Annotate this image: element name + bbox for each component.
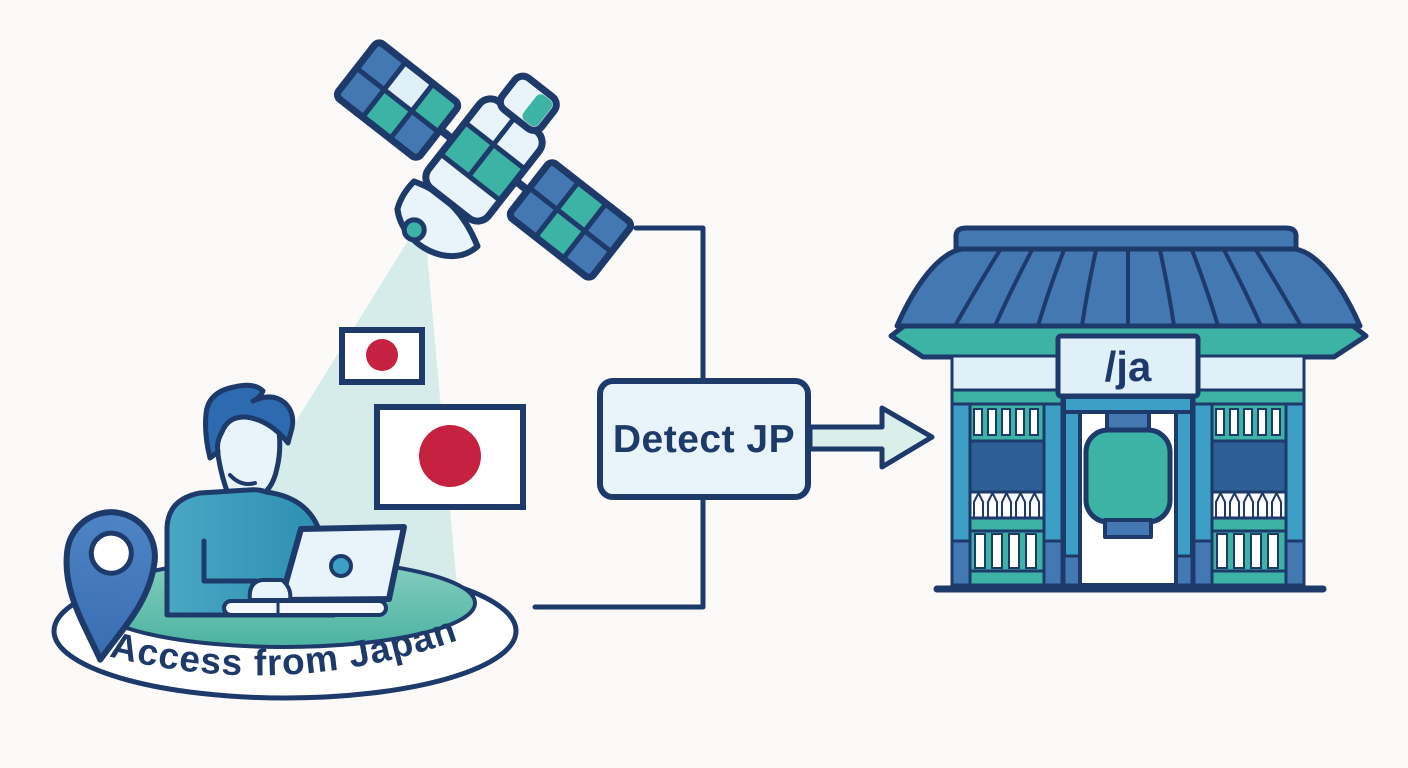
flow-arrow-icon	[807, 405, 935, 470]
user-hair	[203, 382, 296, 461]
gate-ridge	[953, 225, 1299, 252]
temple-gate-icon: /ja	[888, 225, 1369, 593]
signal-dot	[401, 217, 427, 243]
gate-doorway	[1062, 395, 1194, 587]
gate-sign: /ja	[1055, 333, 1201, 399]
laptop-logo-icon	[329, 554, 353, 578]
detect-jp-label: Detect JP	[613, 418, 795, 461]
detect-jp-box: Detect JP	[597, 378, 811, 500]
solar-panel-left	[333, 39, 462, 161]
gate-roof-ribs	[953, 248, 1303, 327]
japan-flag-small-icon	[339, 327, 425, 385]
gate-pillar-right	[1192, 354, 1306, 587]
gate-sign-label: /ja	[1105, 343, 1152, 390]
solar-panel-right	[506, 159, 635, 281]
user-hand	[247, 578, 293, 602]
lantern-icon	[1083, 410, 1173, 539]
user-smile	[228, 473, 257, 486]
gate-pillar-left	[950, 354, 1064, 587]
laptop-icon	[222, 524, 407, 617]
japan-flag-large-icon	[374, 404, 526, 510]
location-pin-icon	[63, 509, 158, 663]
satellite-icon	[333, 39, 635, 281]
satellite-body	[422, 72, 560, 225]
laptop-base	[222, 599, 388, 617]
user-arm	[201, 538, 259, 584]
